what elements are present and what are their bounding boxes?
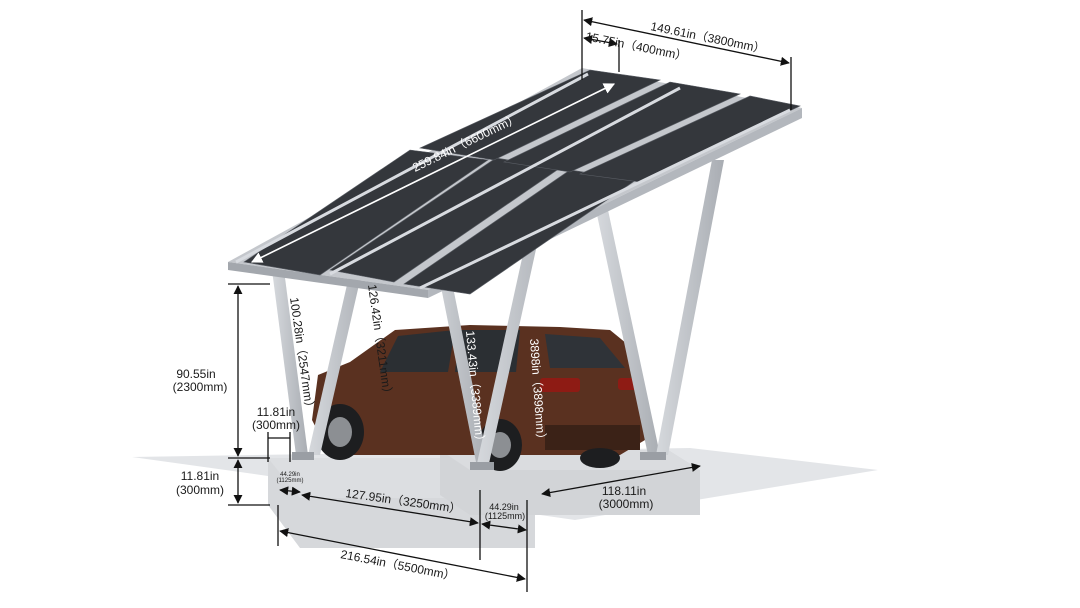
dimension-arrow-icon: [279, 486, 301, 496]
dim-column-offset-value: 11.81in: [257, 405, 295, 419]
dim-small-right-mm: (1125mm): [485, 511, 525, 521]
dimension-arrow-icon: [583, 17, 790, 66]
dim-foundation-width-mm: (3000mm): [599, 497, 654, 511]
dimension-arrow-icon: [301, 491, 479, 527]
dim-foundation-height-value: 11.81in: [181, 469, 219, 483]
dim-column-offset-mm: (300mm): [252, 418, 300, 432]
dim-small-left-value: 44.29in: [280, 472, 300, 478]
dim-small-right-value: 44.29in: [489, 502, 519, 512]
dimension-arrow-icon: [541, 462, 701, 498]
column-base-plates: [292, 452, 666, 470]
dim-small-left-mm: (1125mm): [277, 478, 304, 484]
dim-clear-height-value: 90.55in: [176, 367, 215, 381]
dim-clear-height-mm: (2300mm): [173, 380, 228, 394]
dimension-arrow-icon: [250, 83, 616, 263]
dimension-arrow-icon: [279, 528, 526, 582]
dim-foundation-height-mm: (300mm): [176, 483, 224, 497]
dim-foundation-width-value: 118.11in: [602, 484, 646, 498]
dim-total-length: 216.54in（5500mm）: [339, 547, 456, 583]
dimension-arrow-icon: [583, 34, 618, 48]
